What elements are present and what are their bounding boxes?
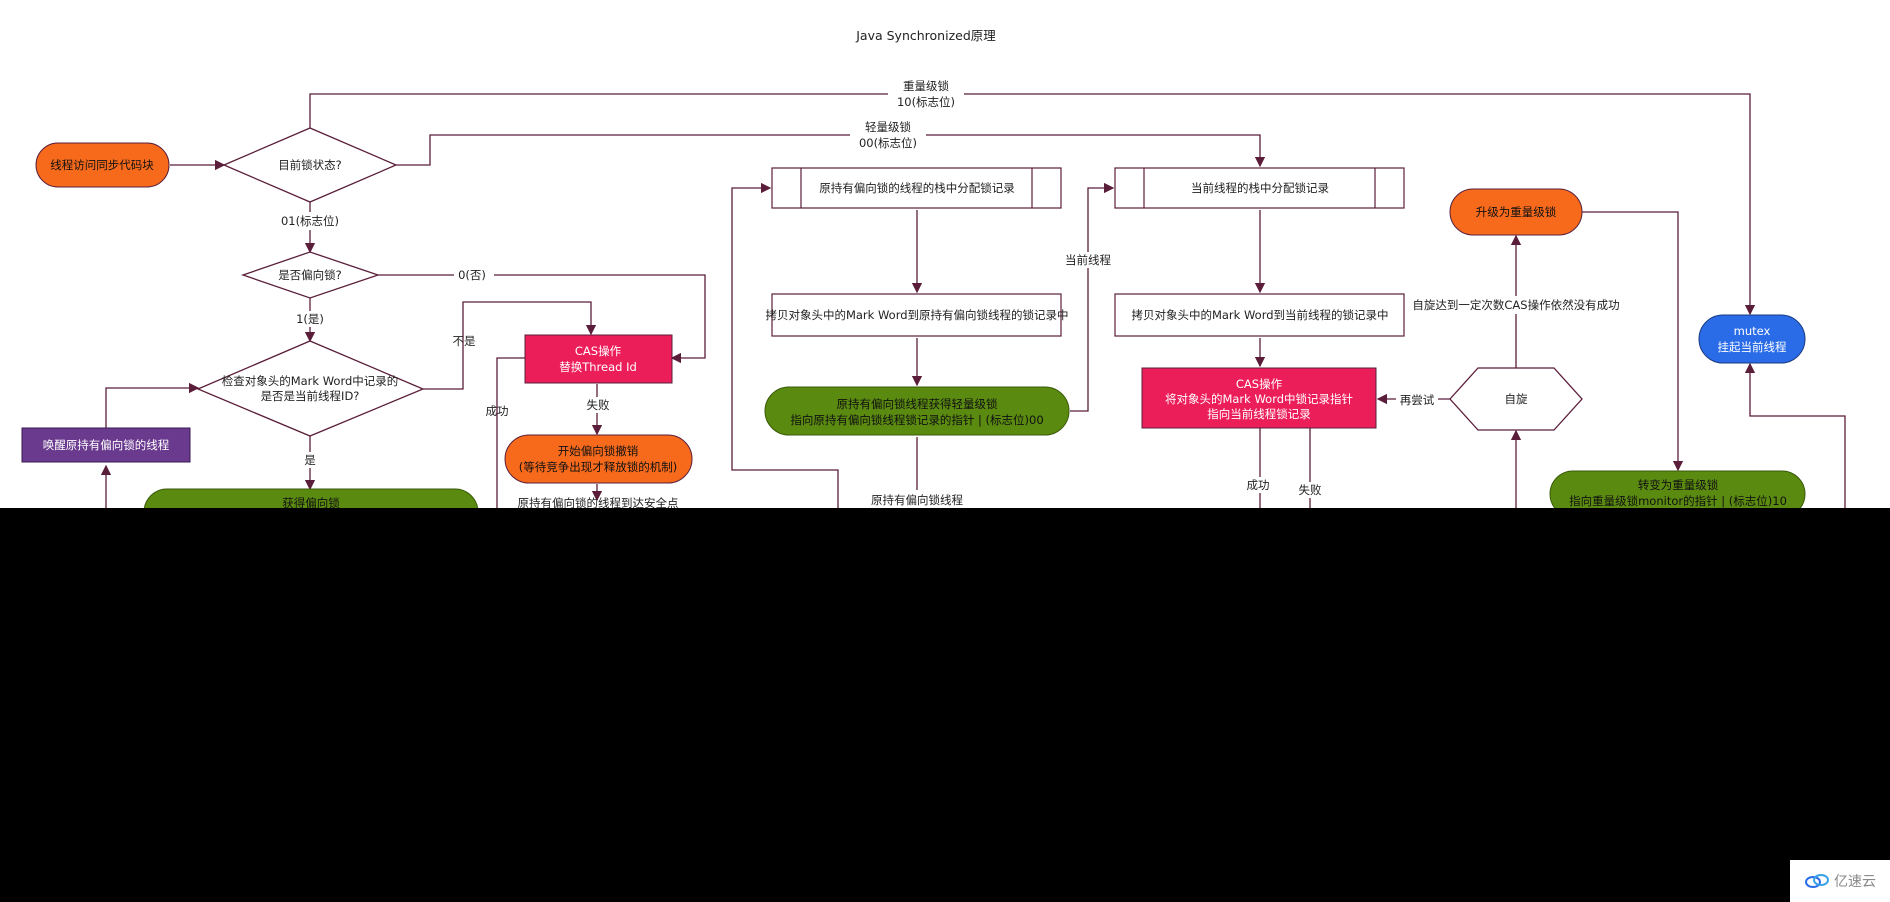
edge-label-no-zero: 0(否) (458, 268, 486, 282)
biased-flag-bg (280, 212, 340, 230)
edge-label-light: 轻量级锁 (865, 120, 911, 134)
light-label-bg (850, 119, 926, 153)
edge-label-not: 不是 (453, 334, 476, 348)
edge-check-not (423, 301, 597, 390)
edge-label-success-right: 成功 (1247, 478, 1270, 492)
edge-label-light-flag: 00(标志位) (859, 136, 917, 150)
edge-labels: 重量级锁 10(标志位) 轻量级锁 00(标志位) 01(标志位) 0(否) 1… (280, 78, 1628, 498)
green-left-partial-label: 获得偏向锁 (282, 496, 340, 508)
diagram-title: Java Synchronized原理 (855, 28, 996, 43)
cas-thread-label-1: CAS操作 (575, 344, 622, 358)
start-node (35, 142, 170, 188)
mutex-label-1: mutex (1734, 324, 1771, 338)
edge-cas-success (496, 357, 525, 508)
fail-left-bg (582, 397, 614, 413)
success-right-bg (1244, 477, 1276, 493)
edge-wake-to-check (105, 382, 200, 428)
revoke-label-1: 开始偏向锁撤销 (558, 444, 639, 458)
check-mark-decision (196, 340, 425, 437)
cas-thread-label-2: 替换Thread Id (559, 360, 637, 374)
diagram-canvas: Java Synchronized原理 (0, 0, 1890, 508)
edge-to-alloc-old (731, 182, 839, 508)
copy-old-label: 拷贝对象头中的Mark Word到原持有偏向锁线程的锁记录中 (765, 308, 1068, 322)
revoke-partial-label: 原持有偏向锁的线程到达安全点 (518, 496, 679, 508)
alloc-cur-node (1114, 167, 1405, 209)
edge-label-success-left: 成功 (486, 404, 509, 418)
lock-state-decision (222, 127, 398, 203)
yes-bg (300, 452, 320, 468)
mutex-node (1698, 314, 1806, 364)
edge-label-spin-limit: 自旋达到一定次数CAS操作依然没有成功 (1412, 298, 1619, 312)
edge-label-biased-flag: 01(标志位) (281, 214, 339, 228)
upgrade-label: 升级为重量级锁 (1476, 205, 1557, 219)
watermark: 亿速云 (1790, 860, 1890, 902)
cas-thread-node (524, 334, 673, 384)
edge-label-current-thread: 当前线程 (1065, 253, 1111, 267)
connectors (100, 93, 1846, 508)
watermark-text: 亿速云 (1834, 874, 1876, 890)
edge-label-heavy: 重量级锁 (903, 79, 949, 93)
edge-label-yes-one: 1(是) (296, 312, 324, 326)
heavy-label-bg (888, 78, 964, 112)
fail-right-bg (1294, 482, 1326, 498)
lock-state-label: 目前锁状态? (278, 158, 342, 172)
edge-biased-no (378, 274, 706, 364)
light-lock-node (764, 386, 1070, 436)
revoke-node (504, 434, 693, 484)
current-thread-bg (1060, 252, 1116, 268)
light-lock-label-1: 原持有偏向锁线程获得轻量级锁 (837, 397, 998, 411)
edge-label-heavy-flag: 10(标志位) (897, 95, 955, 109)
upgrade-node (1449, 188, 1583, 236)
is-biased-decision (240, 251, 381, 299)
heavy-lock-label-2: 指向重量级锁monitor的指针 | (标志位)10 (1569, 494, 1787, 508)
edge-upgrade-to-heavy (1580, 211, 1684, 472)
edge-label-yes: 是 (304, 453, 316, 467)
no-zero-bg (454, 267, 494, 283)
wake-thread-node (21, 427, 191, 463)
cas-pointer-label-2: 将对象头的Mark Word中锁记录指针 (1165, 392, 1353, 406)
edge-heavy-lock (309, 93, 1756, 316)
wake-thread-label: 唤醒原持有偏向锁的线程 (43, 438, 170, 452)
alloc-old-label: 原持有偏向锁的线程的栈中分配锁记录 (819, 181, 1015, 195)
cas-pointer-label-3: 指向当前线程锁记录 (1207, 407, 1311, 421)
copy-cur-label: 拷贝对象头中的Mark Word到当前线程的锁记录中 (1131, 308, 1388, 322)
flowchart: Java Synchronized原理 (21, 28, 1846, 508)
yes-one-bg (292, 311, 328, 327)
edge-light-lock (396, 134, 1266, 168)
retry-bg (1396, 391, 1438, 407)
heavy-lock-label-1: 转变为重量级锁 (1638, 478, 1719, 492)
edge-label-fail-left: 失败 (587, 398, 610, 412)
mutex-label-2: 挂起当前线程 (1718, 340, 1787, 354)
light-lock-label-2: 指向原持有偏向锁线程锁记录的指针 | (标志位)00 (790, 413, 1043, 427)
spin-label: 自旋 (1505, 392, 1528, 406)
spin-node (1449, 367, 1583, 431)
start-label: 线程访问同步代码块 (50, 158, 154, 172)
revoke-label-2: (等待竞争出现才释放锁的机制) (519, 460, 677, 474)
cas-pointer-node (1141, 367, 1377, 429)
is-biased-label: 是否偏向锁? (278, 268, 342, 282)
edge-label-fail-right: 失败 (1299, 483, 1322, 497)
edge-label-retry: 再尝试 (1400, 393, 1435, 407)
alloc-old-node (771, 167, 1062, 209)
cas-pointer-label-1: CAS操作 (1236, 377, 1283, 391)
alloc-cur-label: 当前线程的栈中分配锁记录 (1191, 181, 1329, 195)
spin-limit-bg (1406, 296, 1628, 314)
copy-old-node (771, 293, 1062, 337)
check-mark-label-2: 是否是当前线程ID? (261, 389, 360, 403)
copy-cur-node (1114, 293, 1405, 337)
old-thread-partial-label: 原持有偏向锁线程 (871, 493, 963, 507)
edge-to-mutex (1744, 362, 1846, 508)
edge-current-thread (1070, 182, 1115, 412)
check-mark-label-1: 检查对象头的Mark Word中记录的 (222, 374, 399, 388)
cloud-logo-icon (1805, 874, 1829, 888)
green-left-partial-node (143, 488, 479, 508)
heavy-lock-node (1549, 470, 1806, 508)
